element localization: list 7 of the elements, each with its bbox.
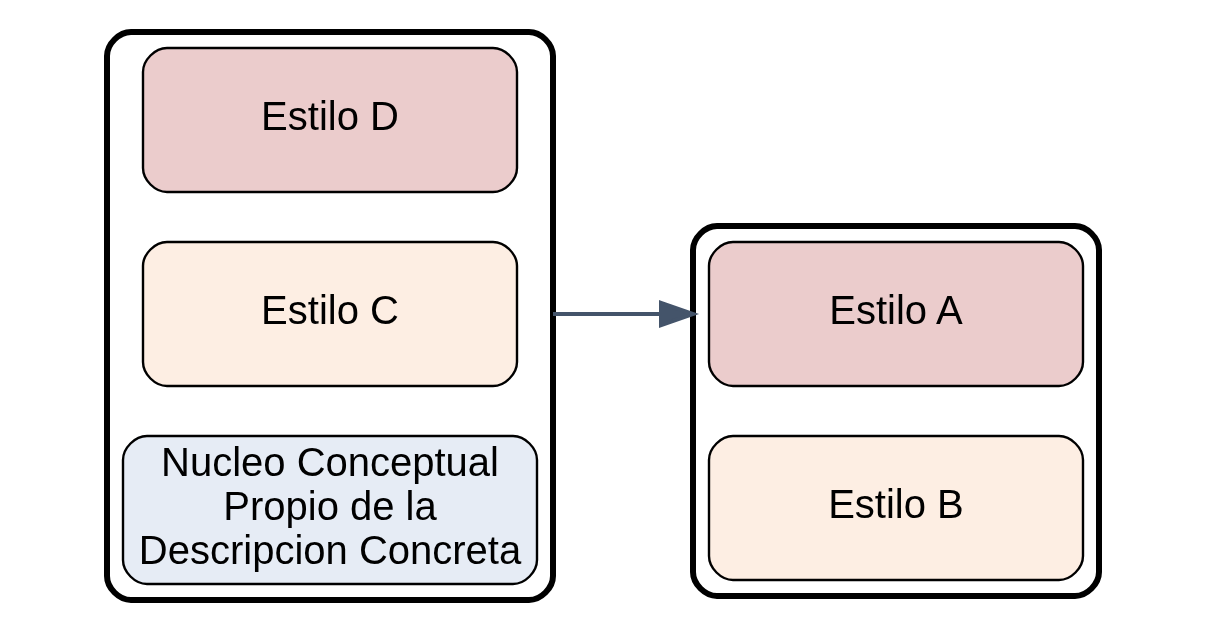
cluster — [104, 29, 556, 603]
node-box: Estilo A — [707, 240, 1085, 388]
cluster — [690, 223, 1102, 599]
node-box: Estilo B — [707, 434, 1085, 582]
node-box: Estilo C — [141, 240, 519, 388]
node-box: Estilo D — [141, 46, 519, 194]
node-box: Nucleo Conceptual Propio de la Descripcion Concreta — [121, 434, 539, 586]
